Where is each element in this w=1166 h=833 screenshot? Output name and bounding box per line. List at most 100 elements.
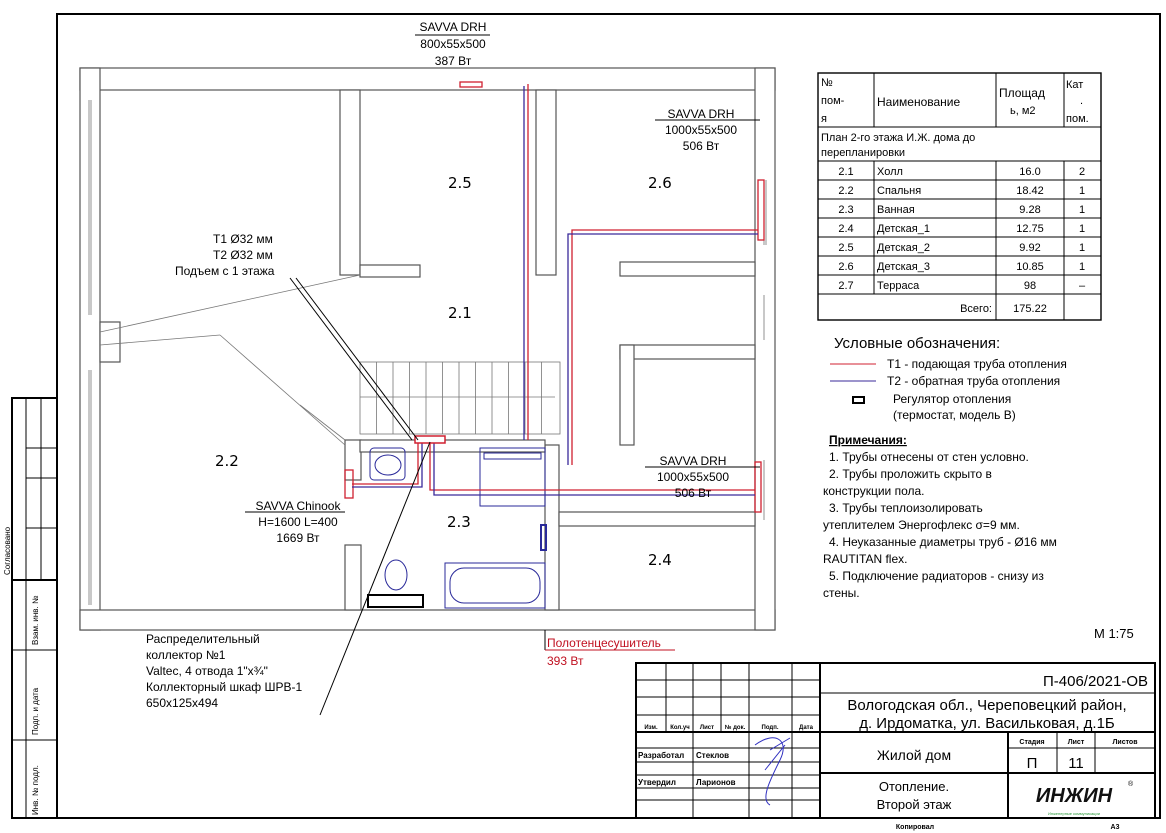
format-label: А3 (1111, 824, 1120, 831)
radiator-2-2-model: SAVVA Chinook (256, 499, 342, 513)
revision-col-header: Кол.уч (670, 725, 690, 731)
radiator-2-6-model: SAVVA DRH (668, 107, 735, 121)
radiator-2-4-power: 506 Вт (675, 486, 712, 500)
th-area: ь, м2 (1010, 105, 1036, 117)
table-cell-name: Холл (877, 166, 903, 178)
radiator-2-5-size: 800x55x500 (420, 37, 486, 51)
legend-title: Условные обозначения: (834, 335, 1000, 352)
riser-t2: T2 Ø32 мм (213, 248, 273, 262)
company-logo: ИНЖИН ® Инженерные коммуникации (1036, 780, 1134, 816)
revision-col-header: № док. (725, 724, 746, 731)
radiator-2-2-power: 1669 Вт (276, 531, 320, 545)
project-code: П-406/2021-ОВ (1043, 673, 1148, 690)
total-label: Всего: (960, 303, 992, 315)
note-line: 2. Трубы проложить скрыто в (829, 467, 992, 481)
table-cell-no: 2.2 (838, 185, 853, 197)
note-line: 5. Подключение радиаторов - снизу из (829, 569, 1044, 583)
legend-t1: T1 - подающая труба отопления (887, 357, 1067, 371)
table-cell-cat: 2 (1079, 166, 1085, 178)
thermostat-symbol-icon (852, 396, 865, 404)
note-line: 1. Трубы отнесены от стен условно. (829, 450, 1029, 464)
room-label-2-2: 2.2 (215, 452, 239, 470)
return-pipes-t2 (352, 86, 758, 496)
table-cell-area: 10.85 (1016, 261, 1044, 273)
revision-col-header: Изм. (644, 725, 658, 731)
revision-col-header: Дата (799, 725, 814, 731)
side-sign-date-label: Подп. и дата (31, 687, 40, 735)
room-label-2-5: 2.5 (448, 174, 472, 192)
table-cell-cat: 1 (1079, 185, 1085, 197)
sheet-value: 11 (1068, 755, 1084, 772)
side-stamp: Согласовано Взам. инв. № Подп. и дата Ин… (3, 397, 58, 819)
note-line: 3. Трубы теплоизолировать (829, 501, 983, 515)
address-line-2: д. Ирдоматка, ул. Васильковая, д.1Б (859, 715, 1115, 732)
radiator-labels: SAVVA DRH 800x55x500 387 Вт SAVVA DRH 10… (256, 20, 738, 545)
th-cat: Кат (1066, 79, 1083, 91)
radiator-drh-2-6 (757, 179, 765, 241)
table-cell-cat: 1 (1079, 261, 1085, 273)
table-cell-name: Ванная (877, 204, 915, 216)
floor-plan-walls (79, 67, 776, 631)
th-no: пом- (821, 95, 845, 107)
collector-line: коллектор №1 (146, 648, 226, 662)
th-no: я (821, 113, 827, 125)
object-name: Жилой дом (877, 747, 951, 763)
table-cell-name: Детская_2 (877, 242, 930, 254)
table-cell-area: 18.42 (1016, 185, 1044, 197)
th-area: Площад (999, 86, 1045, 100)
note-line: RAUTITAN flex. (823, 552, 907, 566)
table-cell-name: Детская_1 (877, 223, 930, 235)
side-inv-orig-label: Инв. № подл. (31, 765, 40, 815)
th-cat: . (1080, 95, 1083, 107)
collector-line: 650x125x494 (146, 696, 218, 710)
riser-t1: T1 Ø32 мм (213, 232, 273, 246)
registered-mark: ® (1128, 780, 1134, 788)
table-cell-cat: – (1079, 280, 1086, 292)
table-cell-no: 2.3 (838, 204, 853, 216)
stage-header: Стадия (1019, 739, 1044, 746)
sheet-title-1: Отопление. (879, 779, 949, 794)
note-line: стены. (823, 586, 860, 600)
radiator-2-4-model: SAVVA DRH (660, 454, 727, 468)
table-cell-area: 98 (1024, 280, 1036, 292)
legend-regulator: Регулятор отопления (893, 392, 1011, 406)
revision-col-header: Лист (700, 725, 714, 731)
room-label-2-1: 2.1 (448, 304, 472, 322)
towel-dryer-power: 393 Вт (547, 654, 584, 668)
collector-line: Распределительный (146, 632, 260, 646)
table-cell-cat: 1 (1079, 242, 1085, 254)
table-section: План 2-го этажа И.Ж. дома до (821, 132, 975, 144)
collector-line: Коллекторный шкаф ШРВ-1 (146, 680, 302, 694)
collector-line: Valtec, 4 отвода 1"х¾" (146, 664, 268, 678)
table-cell-cat: 1 (1079, 223, 1085, 235)
radiator-chinook (344, 469, 354, 499)
total-value: 175.22 (1013, 303, 1047, 315)
radiator-2-5-model: SAVVA DRH (420, 20, 487, 34)
radiator-drh-2-4 (754, 461, 762, 513)
legend-t2: T2 - обратная труба отопления (887, 374, 1060, 388)
table-cell-no: 2.4 (838, 223, 853, 235)
supply-pipes-t1 (344, 81, 765, 513)
note-line: конструкции пола. (823, 484, 925, 498)
sheet-header: Лист (1068, 739, 1085, 746)
room-table: № пом- я Наименование Площад ь, м2 Кат .… (817, 72, 1102, 321)
table-cell-name: Детская_3 (877, 261, 930, 273)
th-cat: пом. (1066, 113, 1089, 125)
radiator-drh-2-5 (459, 81, 483, 88)
collector-label: Распределительный коллектор №1 Valtec, 4… (146, 632, 302, 710)
collector-manifold (414, 435, 446, 444)
room-label-2-4: 2.4 (648, 551, 672, 569)
side-replace-inv-label: Взам. инв. № (31, 595, 40, 645)
riser-note: Подъем с 1 этажа (175, 264, 275, 278)
table-cell-name: Терраса (877, 280, 920, 292)
legend: Условные обозначения: T1 - подающая труб… (823, 335, 1067, 600)
note-line: 4. Неуказанные диаметры труб - Ø16 мм (829, 535, 1057, 549)
stair-treads (376, 362, 542, 434)
table-cell-area: 16.0 (1019, 166, 1040, 178)
radiator-2-2-size: H=1600 L=400 (258, 515, 338, 529)
riser-label: T1 Ø32 мм T2 Ø32 мм Подъем с 1 этажа (175, 232, 275, 278)
table-cell-name: Спальня (877, 185, 921, 197)
